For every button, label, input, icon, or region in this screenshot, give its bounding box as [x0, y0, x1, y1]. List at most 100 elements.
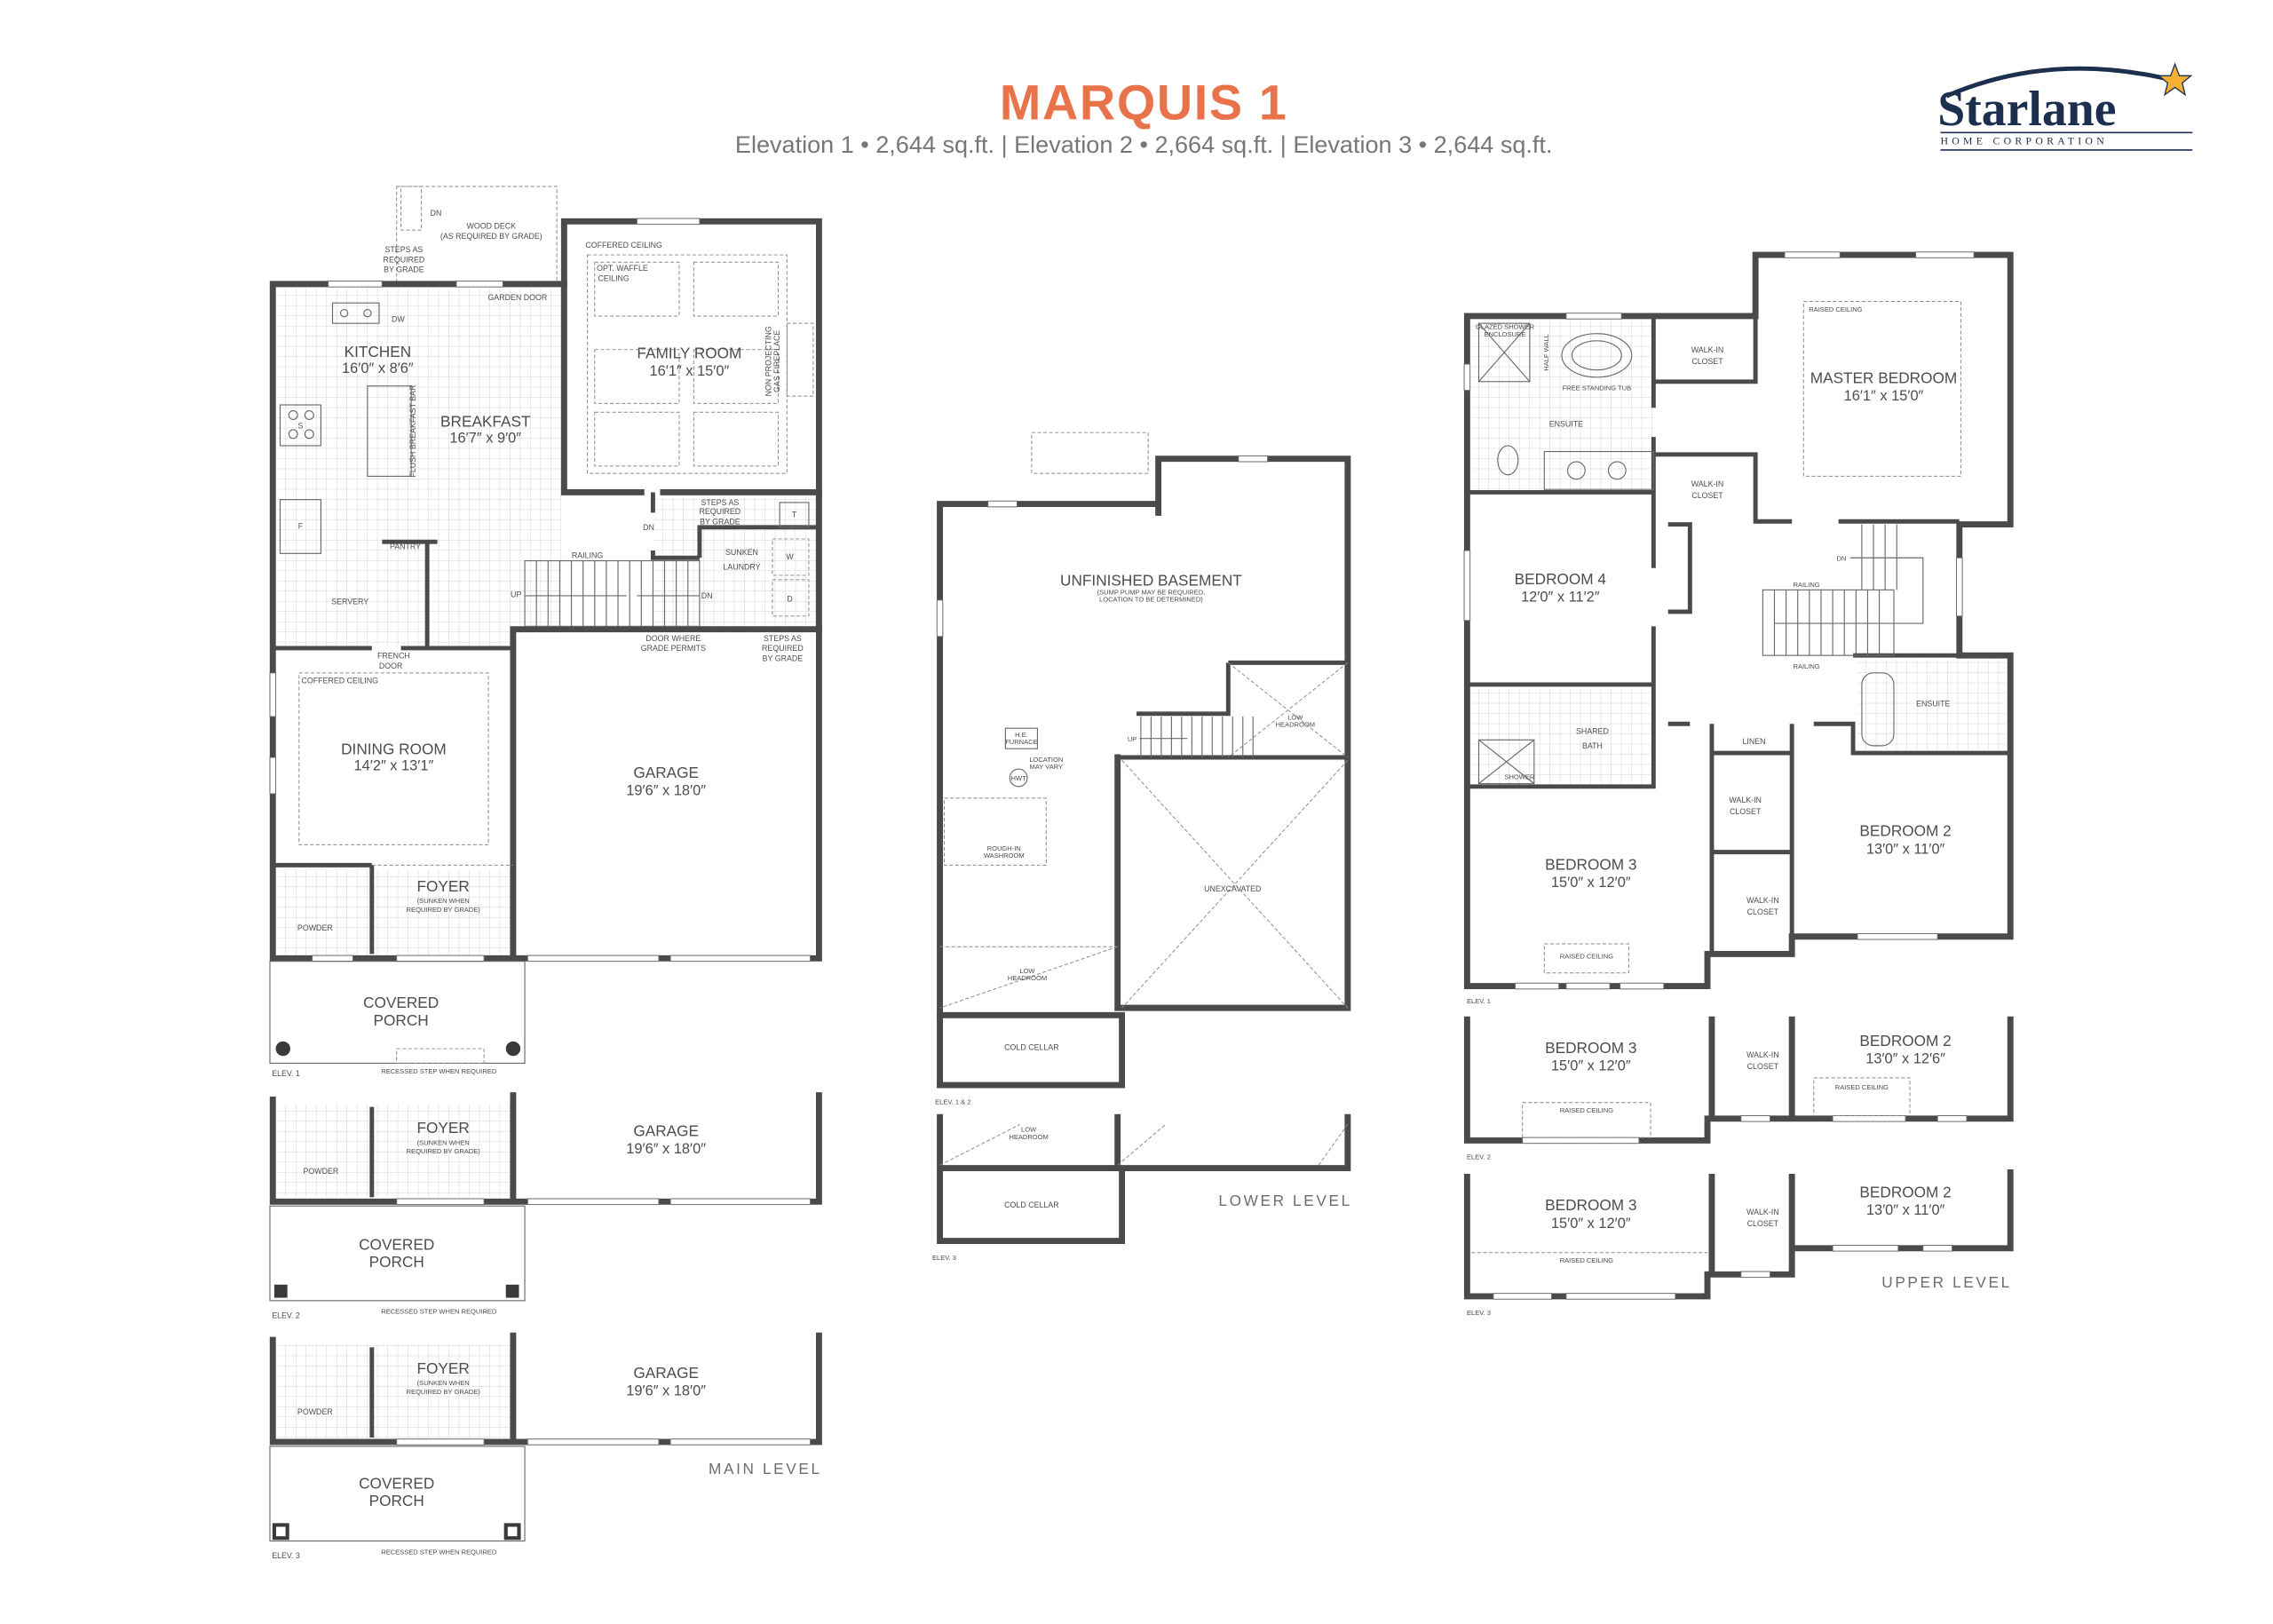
steps-note: STEPS AS	[701, 498, 739, 507]
garage-name: GARAGE	[633, 1364, 699, 1382]
bedroom-4-name: BEDROOM 4	[1515, 570, 1607, 588]
stair-up-label: UP	[1128, 735, 1136, 743]
upper-level-elev-2: BEDROOM 3 15′0″ x 12′0″ RAISED CEILING W…	[1463, 1016, 2014, 1161]
low-headroom-label: HEADROOM	[1008, 974, 1047, 982]
shower-label: SHOWER	[1504, 773, 1534, 781]
upper-staircase	[1762, 524, 1924, 656]
dining-room-dims: 14′2″ x 13′1″	[354, 758, 434, 774]
steps-note: REQUIRED	[700, 507, 741, 516]
french-door-label: FRENCH	[377, 651, 410, 660]
foyer-name: FOYER	[417, 1359, 470, 1377]
walk-in-closet-label: WALK-IN	[1729, 796, 1762, 804]
fireplace-label: NON PROJECTING	[764, 326, 772, 396]
coffered-ceiling-label: COFFERED CEILING	[301, 676, 378, 685]
laundry-label: SUNKEN	[725, 548, 758, 557]
family-room-name: FAMILY ROOM	[637, 345, 741, 362]
bedroom-3-name: BEDROOM 3	[1545, 855, 1636, 873]
tub-label: FREE STANDING TUB	[1563, 384, 1632, 392]
walk-in-closet-label: CLOSET	[1730, 807, 1762, 816]
bedroom-2-dims: 13′0″ x 11′0″	[1866, 1202, 1945, 1218]
furnace-label: FURNACE	[1005, 738, 1037, 746]
upper-level-label: UPPER LEVEL	[1881, 1273, 2012, 1291]
servery-label: SERVERY	[331, 598, 368, 606]
kitchen-dims: 16′0″ x 8′6″	[342, 360, 414, 376]
ensuite-label: ENSUITE	[1549, 420, 1583, 429]
basement-staircase	[1139, 717, 1254, 757]
low-headroom-label: LOW	[1019, 967, 1035, 975]
linen-label: LINEN	[1742, 737, 1765, 746]
elevation-label: ELEV. 1	[1467, 997, 1491, 1005]
shower-enclosure-label: ENCLOSURE	[1485, 330, 1526, 338]
bedroom-4-dims: 12′0″ x 11′2″	[1521, 589, 1600, 605]
furnace-label: H.E.	[1015, 731, 1028, 739]
kitchen-name: KITCHEN	[345, 343, 412, 360]
logo-name: Starlane	[1937, 82, 2116, 137]
wood-deck-sublabel: (AS REQUIRED BY GRADE)	[440, 232, 543, 241]
sump-note: LOCATION TO BE DETERMINED)	[1099, 595, 1203, 603]
washer-label: W	[786, 552, 794, 561]
powder-label: POWDER	[297, 923, 333, 932]
bedroom-2-dims: 13′0″ x 11′0″	[1866, 841, 1945, 857]
bedroom-3-name: BEDROOM 3	[1545, 1039, 1636, 1057]
plan-title: MARQUIS 1	[1000, 75, 1288, 131]
porch-label: COVERED	[363, 994, 439, 1011]
master-bedroom-dims: 16′1″ x 15′0″	[1844, 388, 1924, 404]
walk-in-closet-label: WALK-IN	[1746, 1050, 1779, 1059]
family-room-dims: 16′1″ x 15′0″	[650, 363, 730, 379]
plan-subtitle: Elevation 1 • 2,644 sq.ft. | Elevation 2…	[735, 131, 1553, 158]
waffle-label: CEILING	[598, 274, 630, 283]
walk-in-closet-label: WALK-IN	[1746, 896, 1779, 905]
hwt-label: HWT	[1011, 774, 1027, 782]
laundry-tub-label: T	[792, 510, 797, 519]
walk-in-closet-label: CLOSET	[1747, 1062, 1779, 1071]
stair-dn-label: DN	[701, 591, 713, 600]
main-level-plan: DN WOOD DECK (AS REQUIRED BY GRADE) STEP…	[269, 186, 822, 1078]
lower-level-label: LOWER LEVEL	[1218, 1192, 1351, 1209]
foyer-name: FOYER	[417, 877, 470, 895]
foyer-note: REQUIRED BY GRADE)	[407, 1388, 481, 1396]
laundry-dn-label: DN	[643, 523, 654, 532]
star-icon	[2157, 62, 2193, 97]
elevation-label: ELEV. 3	[1467, 1309, 1491, 1317]
bedroom-2-dims: 13′0″ x 12′6″	[1865, 1050, 1945, 1066]
powder-label: POWDER	[304, 1167, 339, 1176]
foyer-note: (SUNKEN WHEN	[417, 1138, 470, 1146]
low-headroom-label: HEADROOM	[1276, 721, 1315, 729]
walk-in-closet-label: CLOSET	[1747, 1219, 1779, 1228]
dishwasher-label: DW	[392, 315, 405, 324]
breakfast-name: BREAKFAST	[440, 413, 531, 431]
main-staircase	[524, 559, 701, 627]
stove-label: S	[297, 421, 303, 430]
elevation-label: ELEV. 3	[932, 1254, 956, 1262]
shared-bath-label: BATH	[1582, 741, 1603, 750]
shower-enclosure-label: GLAZED SHOWER	[1476, 323, 1535, 331]
recessed-step-note: RECESSED STEP WHEN REQUIRED	[381, 1308, 497, 1316]
basement-label: UNFINISHED BASEMENT	[1060, 571, 1242, 589]
foyer-note: (SUNKEN WHEN	[417, 897, 470, 905]
waffle-label: OPT. WAFFLE	[597, 264, 648, 273]
coffered-ceiling-label: COFFERED CEILING	[585, 241, 662, 250]
raised-ceiling-label: RAISED CEILING	[1835, 1083, 1889, 1091]
garden-door-label: GARDEN DOOR	[487, 293, 547, 302]
unexcavated-label: UNEXCAVATED	[1204, 884, 1261, 893]
stair-up-label: UP	[511, 590, 521, 599]
main-level-elev-2: FOYER (SUNKEN WHEN REQUIRED BY GRADE) PO…	[269, 1092, 822, 1320]
bedroom-2-name: BEDROOM 2	[1859, 1032, 1951, 1050]
garage-dims: 19′6″ x 18′0″	[626, 783, 706, 799]
porch-label: COVERED	[359, 1474, 434, 1492]
location-note: MAY VARY	[1030, 763, 1064, 771]
breakfast-bar-label: FLUSH BREAKFAST BAR	[408, 385, 417, 478]
washroom-label: ROUGH-IN	[987, 844, 1021, 852]
stair-dn-label: DN	[1836, 555, 1846, 563]
walk-in-closet-label: CLOSET	[1691, 357, 1723, 366]
walk-in-closet-label: CLOSET	[1691, 491, 1723, 500]
bedroom-3-dims: 15′0″ x 12′0″	[1551, 875, 1631, 891]
elevation-label: ELEV. 1	[272, 1069, 300, 1078]
garage-name: GARAGE	[633, 764, 699, 781]
foyer-note: REQUIRED BY GRADE)	[407, 906, 481, 914]
railing-label: RAILING	[572, 551, 604, 559]
recessed-step-note: RECESSED STEP WHEN REQUIRED	[381, 1548, 497, 1556]
laundry-label: LAUNDRY	[723, 562, 760, 571]
fridge-label: F	[298, 521, 304, 530]
